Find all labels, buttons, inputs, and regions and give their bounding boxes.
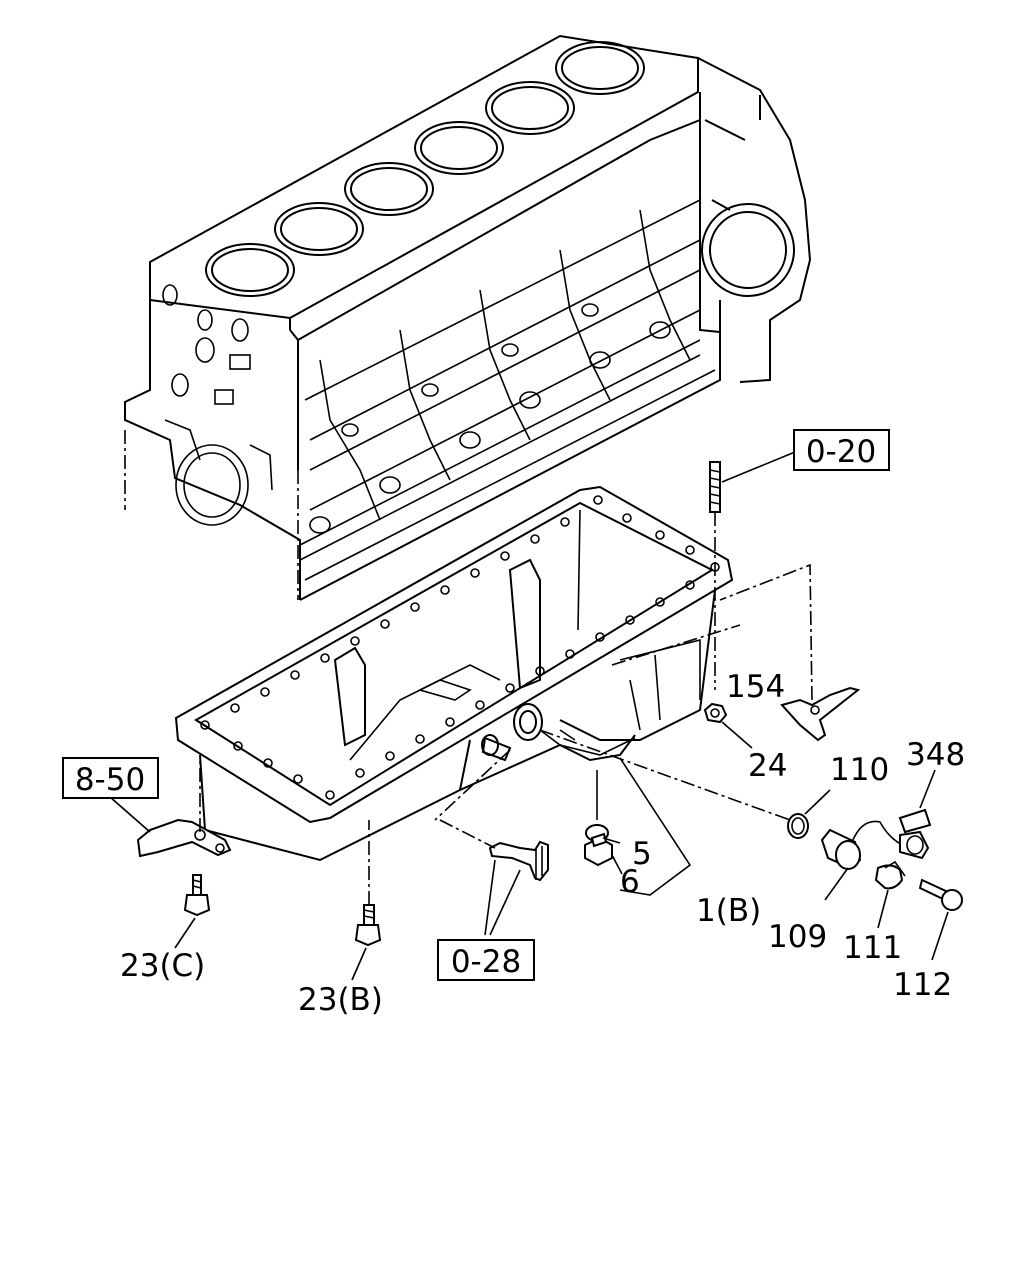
bolt-23b — [351, 820, 382, 981]
oil-pan — [174, 485, 734, 862]
part-label-154: 154 — [726, 669, 785, 705]
ref-label-0-20: 0-20 — [806, 434, 876, 470]
oil-level-sensor-109 — [820, 820, 906, 901]
ref-label-0-28: 0-28 — [451, 944, 521, 980]
ref-box-0-28[interactable]: 0-28 — [437, 939, 535, 981]
connector-348 — [898, 769, 936, 860]
dipstick-guide-tube — [434, 749, 549, 936]
part-label-348: 348 — [906, 737, 965, 773]
bolt-23c — [174, 874, 211, 949]
part-label-5: 5 — [632, 836, 652, 872]
ref-box-8-50[interactable]: 8-50 — [62, 757, 159, 799]
stud-bolt — [709, 451, 796, 690]
flange-bolt-holes — [200, 495, 720, 800]
part-label-1b: 1(B) — [696, 893, 761, 929]
nut-24 — [703, 702, 753, 749]
bolt-112 — [918, 878, 963, 961]
part-label-24: 24 — [748, 748, 787, 784]
bracket-8-50 — [109, 760, 232, 858]
clamp-111 — [874, 860, 906, 929]
part-label-109: 109 — [768, 919, 827, 955]
engine-block — [124, 34, 812, 601]
cylinder-bores — [205, 41, 645, 297]
drain-plug-6 — [584, 770, 623, 875]
ref-box-0-20[interactable]: 0-20 — [793, 429, 890, 471]
part-label-111: 111 — [843, 930, 902, 966]
part-label-6: 6 — [620, 864, 640, 900]
part-label-110: 110 — [830, 752, 889, 788]
o-ring-110 — [539, 729, 831, 839]
ref-label-8-50: 8-50 — [75, 762, 145, 798]
part-label-23b: 23(B) — [298, 982, 383, 1018]
part-label-23c: 23(C) — [120, 948, 205, 984]
bracket-154 — [611, 563, 861, 742]
part-label-112: 112 — [893, 967, 952, 1003]
